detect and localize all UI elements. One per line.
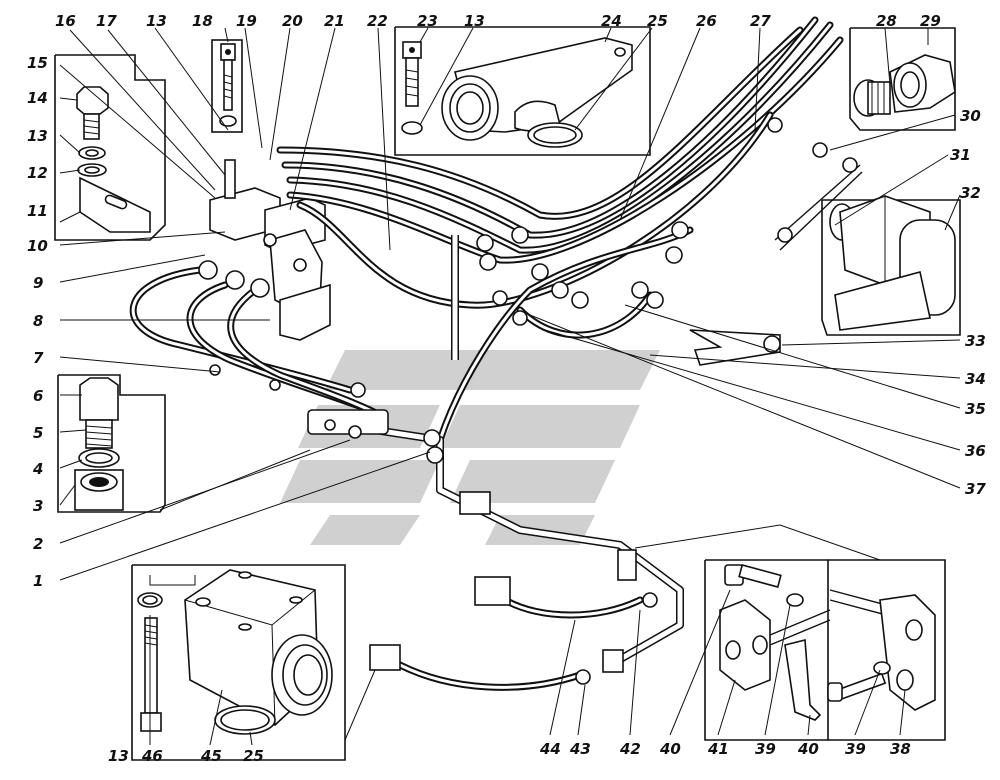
callout-40-b: 40 <box>797 740 819 758</box>
callout-43: 43 <box>569 740 591 758</box>
callout-46: 46 <box>141 747 163 765</box>
callout-13-c: 13 <box>464 12 485 30</box>
callout-26: 26 <box>696 12 717 30</box>
callout-5: 5 <box>33 424 43 442</box>
callout-39-a: 39 <box>755 740 776 758</box>
callout-37: 37 <box>965 480 986 498</box>
callout-33: 33 <box>965 332 986 350</box>
callout-27: 27 <box>750 12 771 30</box>
callout-3: 3 <box>33 497 43 515</box>
fitting-31-32 <box>829 195 956 331</box>
callout-39-b: 39 <box>845 740 866 758</box>
callout-15: 15 <box>27 54 48 72</box>
bolt-18 <box>219 43 237 127</box>
callout-28: 28 <box>876 12 897 30</box>
callout-44: 44 <box>539 740 561 758</box>
callout-6: 6 <box>33 387 43 405</box>
callout-7: 7 <box>33 349 44 367</box>
callout-32: 32 <box>960 184 981 202</box>
callout-1: 1 <box>33 572 43 590</box>
callout-4: 4 <box>32 460 43 478</box>
callout-38: 38 <box>890 740 911 758</box>
callout-8: 8 <box>33 312 43 330</box>
callout-11: 11 <box>27 202 48 220</box>
callout-30: 30 <box>960 107 981 125</box>
banjo-body-45 <box>137 569 333 735</box>
callout-36: 36 <box>965 442 986 460</box>
callout-21: 21 <box>324 12 345 30</box>
callout-41: 41 <box>707 740 729 758</box>
callout-23: 23 <box>417 12 438 30</box>
bolt-14-assembly <box>76 86 151 233</box>
callout-20: 20 <box>282 12 303 30</box>
callout-2: 2 <box>33 535 43 553</box>
valve-block <box>209 159 331 341</box>
inset-frames <box>54 26 961 761</box>
callout-29: 29 <box>920 12 941 30</box>
callout-40-a: 40 <box>659 740 681 758</box>
fitting-28-29 <box>853 54 956 117</box>
callout-13-d: 13 <box>108 747 129 765</box>
callout-25-a: 25 <box>647 12 668 30</box>
callout-13-a: 13 <box>27 127 48 145</box>
clamp-assembly-38-41 <box>719 564 936 721</box>
callout-19: 19 <box>236 12 257 30</box>
callout-18: 18 <box>192 12 213 30</box>
callout-31: 31 <box>950 146 971 164</box>
callout-34: 34 <box>965 370 986 388</box>
callout-42: 42 <box>619 740 641 758</box>
callout-labels: 1 2 3 4 5 6 7 8 9 10 11 12 13 14 15 16 1… <box>27 12 986 765</box>
callout-17: 17 <box>96 12 117 30</box>
callout-25-b: 25 <box>243 747 264 765</box>
callout-13-b: 13 <box>146 12 167 30</box>
hoses-and-pipes <box>129 16 863 691</box>
fitting-3-6 <box>74 377 124 511</box>
callout-45: 45 <box>200 747 222 765</box>
banjo-fitting-24 <box>401 37 633 148</box>
callout-9: 9 <box>33 274 43 292</box>
callout-22: 22 <box>367 12 388 30</box>
fittings-and-clamps <box>198 117 858 685</box>
callout-35: 35 <box>965 400 986 418</box>
callout-14: 14 <box>27 89 48 107</box>
callout-10: 10 <box>27 237 48 255</box>
callout-16: 16 <box>55 12 76 30</box>
callout-24: 24 <box>601 12 622 30</box>
leader-lines <box>59 27 961 746</box>
callout-12: 12 <box>27 164 48 182</box>
